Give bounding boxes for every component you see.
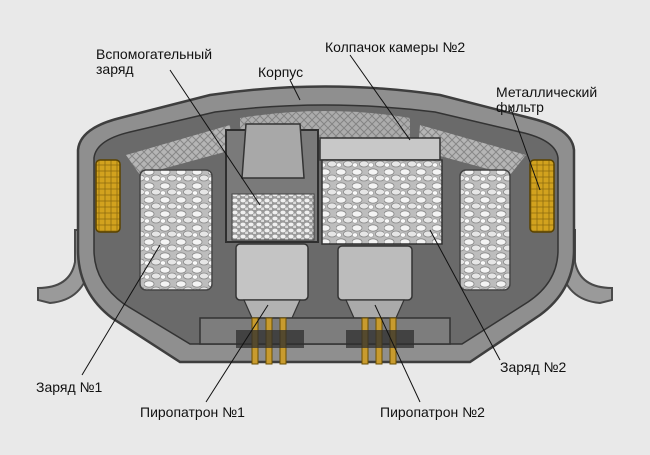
charge2-label: Заряд №2 bbox=[500, 359, 567, 375]
metal-filter-label-line1: Металлический bbox=[496, 84, 598, 100]
metal-filter-left bbox=[95, 159, 121, 233]
housing-label: Корпус bbox=[258, 64, 304, 80]
mesh-liner-left bbox=[126, 125, 232, 175]
charge1-label: Заряд №1 bbox=[36, 379, 103, 395]
metal-filter-label-line2: фильтр bbox=[496, 99, 544, 115]
squib1-label: Пиропатрон №1 bbox=[140, 404, 245, 420]
leader-lines bbox=[81, 54, 541, 403]
connector1 bbox=[236, 330, 304, 348]
aux-charge bbox=[231, 193, 315, 241]
squib1-tip bbox=[243, 299, 301, 319]
chamber2-body bbox=[321, 159, 443, 245]
squib2-label: Пиропатрон №2 bbox=[380, 404, 485, 420]
mesh-liner-right bbox=[418, 125, 526, 175]
chamber2-cap bbox=[319, 137, 441, 161]
aux-charge-label-line1: Вспомогательный bbox=[96, 46, 213, 62]
charge2-side-pellets bbox=[459, 169, 511, 291]
charge1-pellets bbox=[139, 169, 213, 291]
chamber2-cap-label: Колпачок камеры №2 bbox=[325, 39, 466, 55]
squib2-body bbox=[337, 245, 413, 301]
squib1-body bbox=[235, 243, 309, 301]
connector2 bbox=[346, 330, 414, 348]
squib2-tip bbox=[345, 299, 405, 319]
chamber1-cap bbox=[241, 123, 305, 179]
aux-charge-label-line2: заряд bbox=[96, 61, 134, 77]
